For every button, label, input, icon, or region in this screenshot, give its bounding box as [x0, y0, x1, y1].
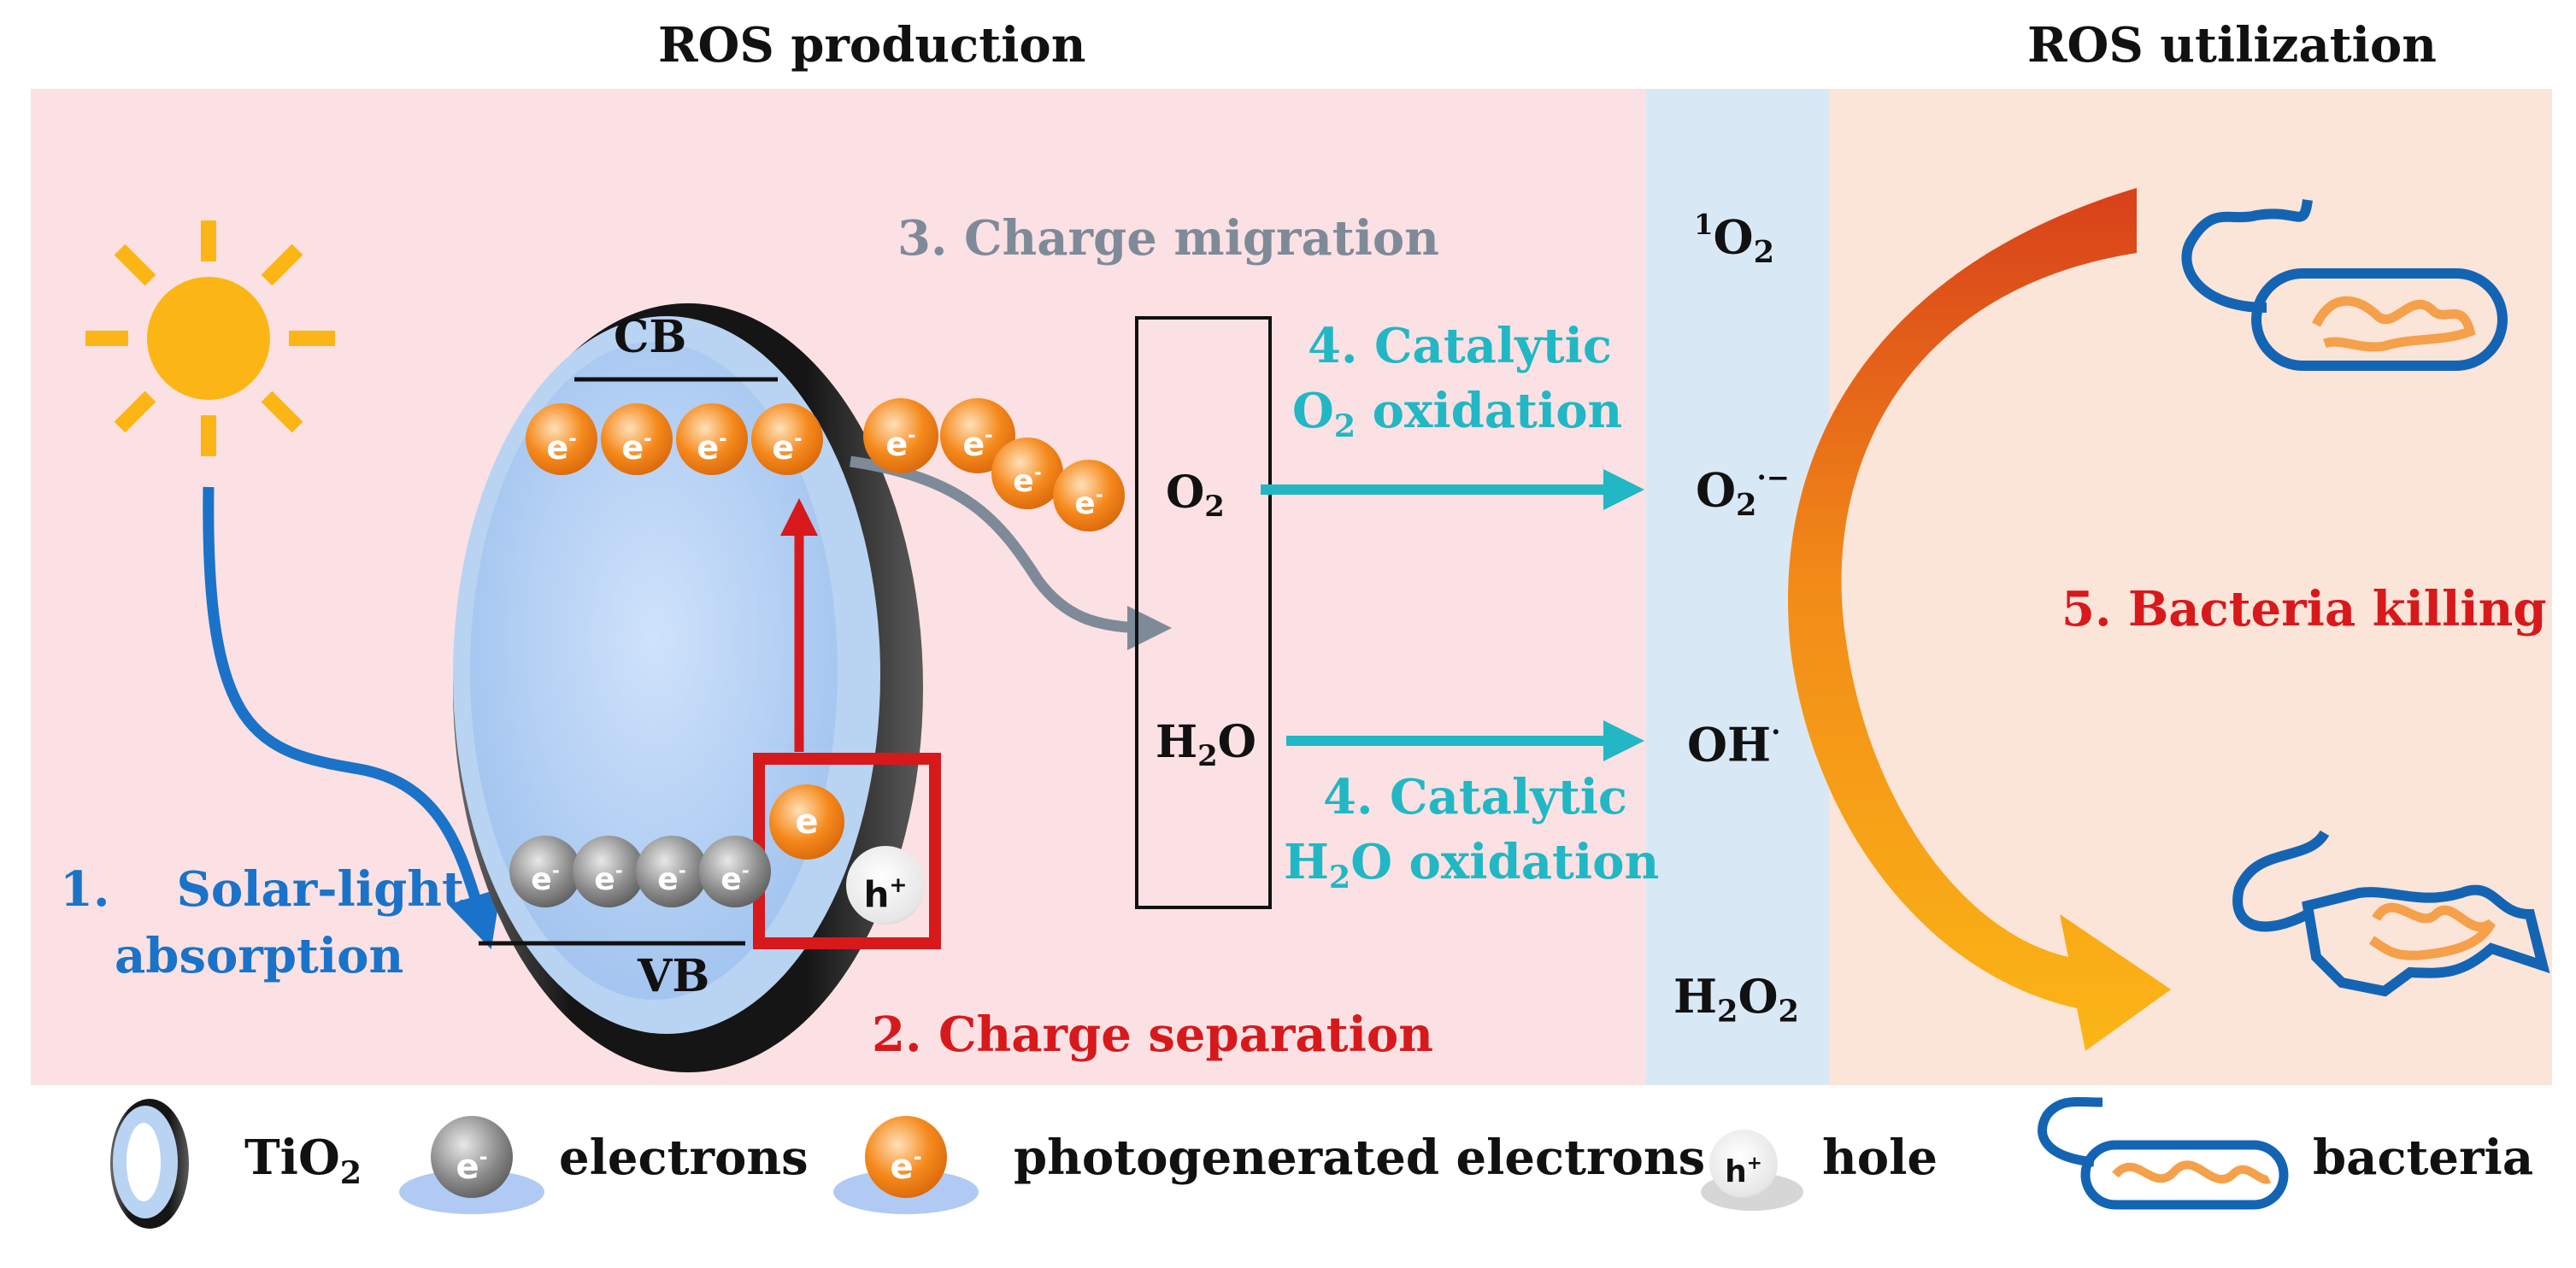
title-ros-utilization: ROS utilization — [2027, 17, 2437, 73]
electron-cb-4: e- — [751, 403, 823, 475]
reactant-o2: O2 — [1166, 467, 1225, 524]
bacterium-icon — [2181, 199, 2508, 371]
step1-label-line1: 1. Solar-light — [60, 861, 464, 918]
legend-electrons-label: electrons — [559, 1130, 809, 1186]
legend-hole-label: hole — [1822, 1130, 1938, 1186]
step4a-label-line2: O2 oxidation — [1292, 383, 1623, 444]
electron-migrating-3: e- — [991, 437, 1063, 509]
title-ros-production: ROS production — [658, 17, 1086, 73]
cb-label: CB — [614, 311, 687, 363]
step5-label: 5. Bacteria killing — [2061, 581, 2547, 637]
legend-tio2-label: TiO2 — [244, 1130, 362, 1191]
vb-label: VB — [638, 950, 710, 1002]
charge-migration-arrow — [850, 455, 1172, 650]
electron-vb-2: e- — [573, 836, 644, 907]
step4a-label-line1: 4. Catalytic — [1308, 318, 1613, 374]
electron-cb-1: e- — [526, 403, 597, 475]
electron-vb-1: e- — [509, 836, 581, 907]
step4b-label-line1: 4. Catalytic — [1323, 769, 1628, 825]
electron-cb-2: e- — [601, 403, 673, 475]
electron-cb-3: e- — [676, 403, 748, 475]
reactant-box — [1135, 316, 1272, 909]
bacterium-damaged-icon — [2232, 830, 2550, 997]
ros-hydrogen-peroxide: H2O2 — [1673, 969, 1799, 1030]
light-absorption-arrow — [203, 486, 502, 950]
step4b-label-line2: H2O oxidation — [1284, 834, 1660, 895]
reactant-h2o: H2O — [1156, 716, 1256, 773]
legend-photoelectron-icon: e- — [865, 1116, 947, 1198]
legend-electron-icon: e- — [431, 1116, 513, 1198]
electron-vb-3: e- — [636, 836, 708, 907]
bacteria-killing-arrow — [1787, 188, 2171, 1051]
legend-tio2-ring — [110, 1099, 189, 1229]
bacterium-dna — [2312, 296, 2476, 352]
hole-icon: h+ — [846, 846, 925, 925]
ros-superoxide: O2·− — [1696, 461, 1790, 524]
electron-migrating-1: e- — [863, 398, 938, 473]
legend-photogenerated-label: photogenerated electrons — [1014, 1130, 1706, 1186]
step2-label: 2. Charge separation — [872, 1007, 1433, 1063]
step3-label: 3. Charge migration — [897, 210, 1439, 267]
ros-hydroxyl: OH· — [1687, 716, 1781, 772]
legend-bacteria-label: bacteria — [2313, 1130, 2534, 1186]
legend-bacterium — [2038, 1096, 2289, 1210]
electron-migrating-4: e- — [1053, 460, 1125, 531]
electron-migrating-2: e- — [940, 398, 1015, 473]
separated-electron: e — [769, 784, 844, 860]
electron-vb-4: e- — [699, 836, 771, 907]
legend-hole-icon: h+ — [1709, 1130, 1778, 1198]
step1-label-line2: absorption — [115, 928, 404, 984]
ros-singlet-oxygen: 1O2 — [1694, 208, 1775, 271]
sun-icon — [85, 220, 335, 456]
